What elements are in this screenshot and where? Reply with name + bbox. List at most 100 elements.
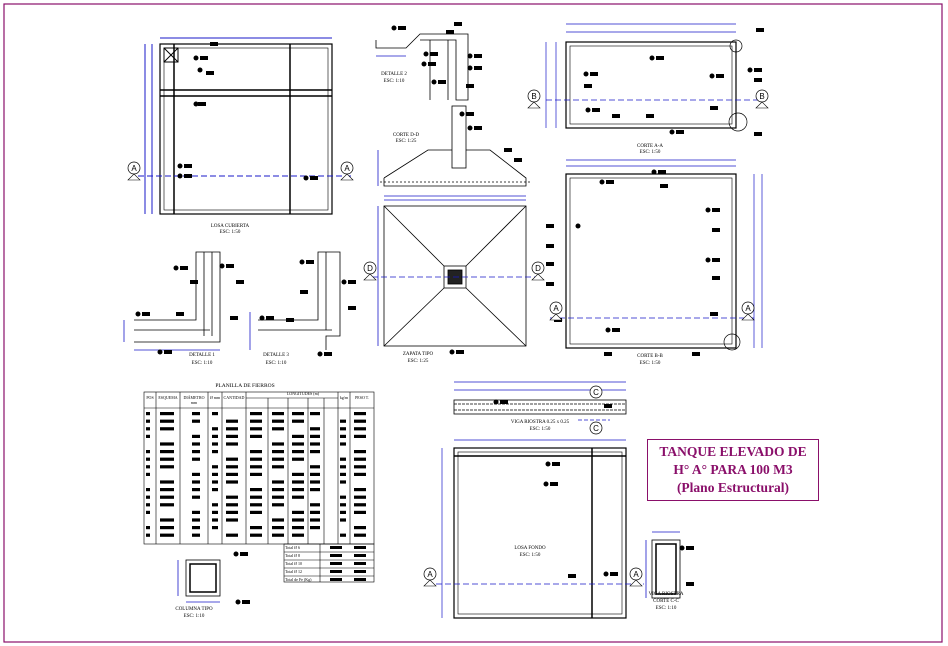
table-cell-mark [250,434,262,438]
detalle-2-tags [391,22,482,88]
table-cell-mark [272,427,284,431]
table-cell-mark [340,518,346,522]
planilla-title: PLANILLA DE FIERROS [215,383,275,389]
table-cell-mark [340,480,346,484]
table-cell-mark [226,495,238,499]
table-cell-mark [146,488,150,492]
section-marker-a-bb-left: A [549,301,563,321]
table-cell-mark [354,465,366,469]
table-cell-mark [212,465,218,469]
detalle2-scale: ESC: 1:10 [383,79,405,84]
losa-cubierta-scale: ESC: 1:50 [219,230,241,235]
losa-fondo-scale: ESC: 1:50 [519,553,541,558]
table-total-mark [354,554,366,557]
title-line-3: (Plano Estructural) [676,480,790,495]
table-cell-mark [310,434,320,438]
table-total-mark [354,570,366,573]
table-cell-mark [192,419,200,423]
table-cell-mark [292,518,304,522]
corte-dd-scale: ESC: 1:25 [395,139,417,144]
table-cell-mark [272,533,284,537]
table-cell-mark [212,518,218,522]
table-cell-mark [272,442,284,446]
table-cell-mark [292,442,304,446]
losa-fondo-plan [436,439,644,619]
table-total-label: Total Ø 12 [285,569,303,574]
detalle-3-tags [259,259,356,357]
table-cell-mark [192,518,200,522]
table-cell-mark [212,472,218,476]
table-cell-mark [354,488,366,492]
table-header-cell: Ø mm [209,395,221,400]
table-cell-mark [212,434,218,438]
corte-dd [377,105,530,197]
table-cell-mark [354,526,366,530]
table-cell-mark [160,488,174,492]
detalle-2 [375,33,469,101]
table-cell-mark [272,419,284,423]
table-cell-mark [354,450,366,454]
marker-b-text: B [759,92,764,101]
section-marker-a-fondo-left: A [423,567,437,587]
table-cell-mark [226,480,238,484]
table-cell-mark [250,472,262,476]
table-cell-mark [354,533,366,537]
table-cell-mark [226,518,238,522]
section-marker-d-right: D [531,261,545,281]
zapata-label: ZAPATA TIPO [402,352,434,357]
table-cell-mark [146,457,150,461]
section-marker-b-left: B [527,89,541,109]
table-cell-mark [192,526,200,530]
table-cell-mark [292,495,304,499]
table-cell-mark [226,510,238,514]
table-cell-mark [226,457,238,461]
viga-riostra-label: VIGA RIOSTRA 0.25 x 0.25 [510,420,570,425]
columna-tipo [177,559,221,603]
section-marker-c-bottom: C [589,421,603,435]
table-cell-mark [292,510,304,514]
viga-riostra-scale: ESC: 1:50 [529,427,551,432]
table-cell-mark [272,457,284,461]
table-cell-mark [292,472,304,476]
table-cell-mark [226,427,238,431]
marker-b-text: B [531,92,536,101]
table-cell-mark [272,526,284,530]
marker-a-text: A [344,164,350,173]
table-total-mark [330,570,342,573]
table-cell-mark [226,503,238,507]
table-cell-mark [146,472,150,476]
table-cell-mark [226,419,238,423]
table-header-cell: DIÁMETRO mm [183,395,205,405]
corte-bb-label: CORTE B-B [637,354,663,359]
table-cell-mark [212,427,218,431]
table-cell-mark [310,427,320,431]
marker-c-text: C [593,388,599,397]
table-cell-mark [354,427,366,431]
marker-c-text: C [593,424,599,433]
detalle-1 [123,251,221,351]
table-cell-mark [292,419,304,423]
table-cell-mark [146,526,150,530]
table-cell-mark [160,442,174,446]
corte-aa-tags [583,28,764,136]
table-cell-mark [250,412,262,416]
marker-a-text: A [553,304,559,313]
table-cell-mark [160,533,174,537]
table-header-cell: PESO T. [355,395,369,400]
table-cell-mark [340,495,346,499]
section-marker-a-fondo-right: A [629,567,643,587]
zapata-tipo [372,199,536,347]
table-cell-mark [146,434,150,438]
table-cell-mark [212,526,218,530]
table-cell-mark [192,488,200,492]
planilla-table [143,391,375,583]
table-cell-mark [340,434,346,438]
losa-cubierta-tags [177,42,318,181]
table-cell-mark [354,472,366,476]
table-cell-mark [310,465,320,469]
table-cell-mark [292,488,304,492]
viga-cc-label-1: VIGA RIOSTRA [648,592,684,597]
table-cell-mark [310,442,320,446]
section-marker-a-bb-right: A [741,301,755,321]
table-cell-mark [292,526,304,530]
